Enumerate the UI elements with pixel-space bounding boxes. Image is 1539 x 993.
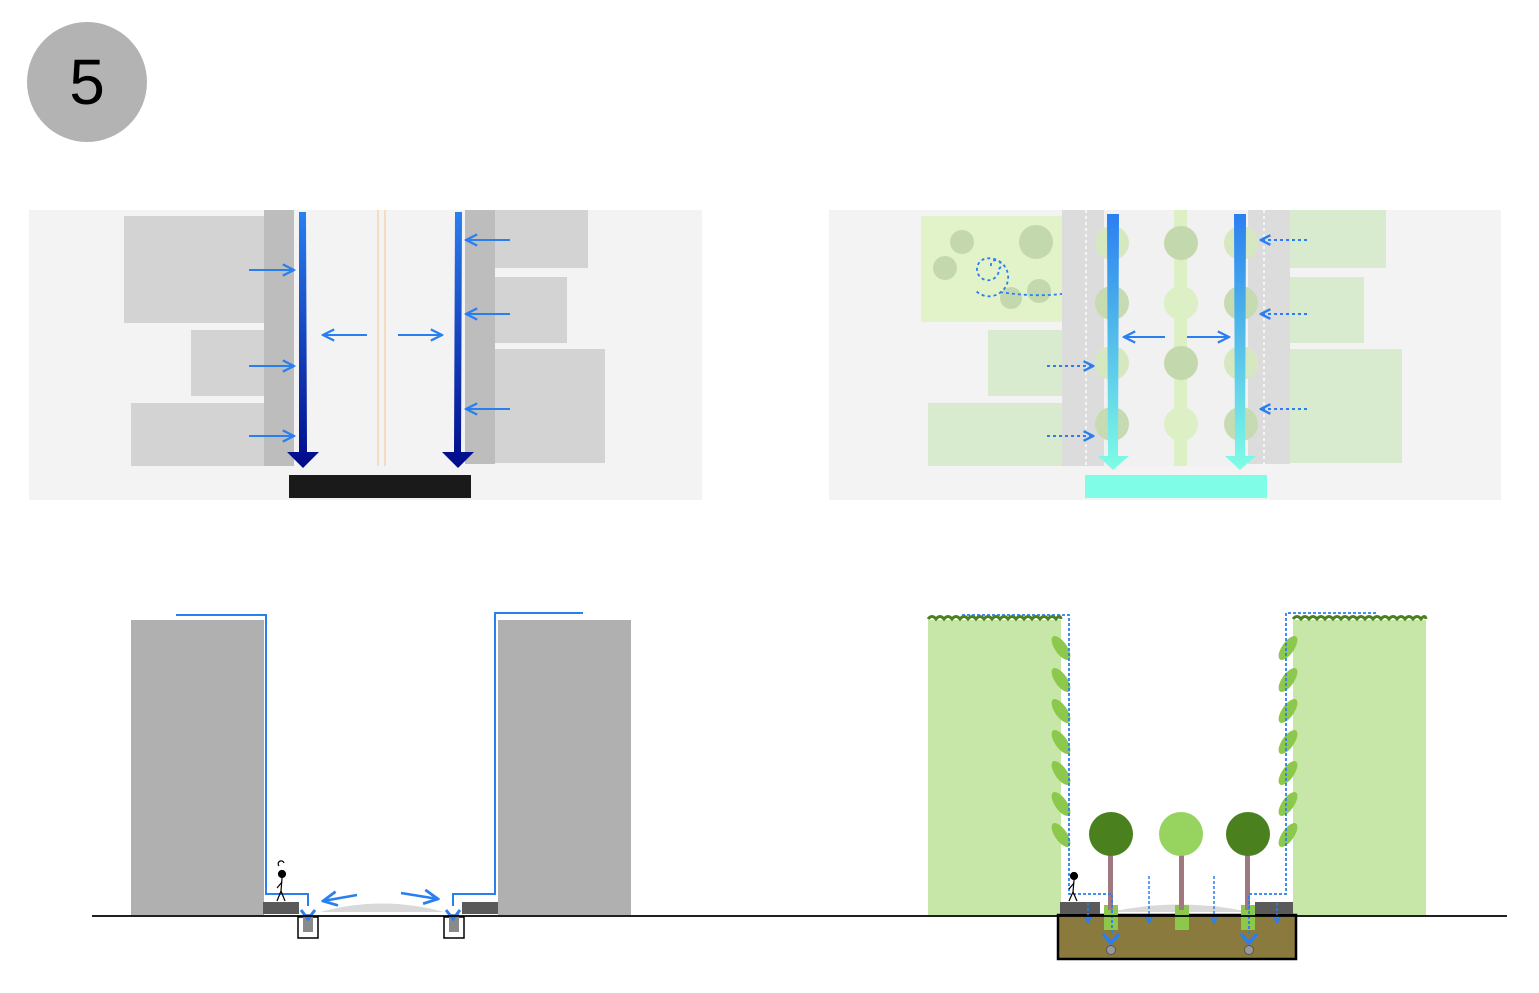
tree-canopy-icon (933, 256, 957, 280)
tree-canopy-icon (1000, 287, 1022, 309)
tree-canopy-icon (1164, 407, 1198, 441)
building-block (1289, 210, 1386, 268)
runoff-flow-arrow-icon (442, 212, 474, 468)
facade-strip (465, 210, 495, 464)
section-conventional (131, 612, 631, 939)
plan-green (829, 210, 1501, 500)
roof-runoff-path (176, 614, 309, 906)
flow-arrow-icon (323, 895, 358, 901)
pedestrian-icon (276, 860, 287, 902)
flow-arrow-icon (1239, 932, 1259, 946)
building-block (191, 330, 266, 396)
sidewalk-slab (263, 902, 299, 914)
road-crown (320, 903, 444, 912)
drain-outlet-bar (289, 475, 471, 498)
flow-arrow-icon (1101, 932, 1121, 946)
step-number-badge: 5 (27, 22, 147, 142)
green-building-section (928, 620, 1061, 915)
tree-canopy-icon (1164, 346, 1198, 380)
building-section (498, 620, 631, 915)
drain-icon (1106, 945, 1116, 955)
green-roof-edge (1291, 615, 1428, 622)
building-block (124, 216, 266, 323)
building-block (490, 277, 567, 343)
roof-runoff-path (962, 614, 1113, 935)
planter-box (1104, 905, 1118, 930)
plan-conventional (29, 210, 702, 500)
green-median (1174, 210, 1187, 466)
runoff-flow-arrow-icon (287, 212, 319, 468)
pedestrian-icon (1068, 871, 1079, 902)
building-block (928, 403, 1062, 466)
runoff-flow-arrow-icon (1225, 214, 1256, 470)
tree-canopy-icon (950, 230, 974, 254)
flow-arrow-icon (299, 909, 317, 922)
building-block (988, 330, 1062, 396)
tree-canopy-icon (1019, 225, 1053, 259)
facade-strip (264, 210, 294, 466)
tree-canopy-icon (1027, 279, 1051, 303)
flow-arrow-icon (444, 909, 462, 922)
tree-icon (1226, 812, 1270, 910)
building-block (490, 349, 605, 463)
planter-box (1175, 905, 1189, 930)
vine-leaf-icon (1051, 636, 1071, 847)
tree-canopy-icon (1164, 286, 1198, 320)
building-block (1289, 349, 1402, 463)
drain-icon (449, 914, 459, 932)
sidewalk-slab (1060, 902, 1100, 914)
sidewalk-slab (1255, 902, 1293, 914)
step-number: 5 (69, 46, 105, 118)
building-block (1289, 277, 1364, 343)
tree-icon (1159, 812, 1203, 910)
building-section (131, 620, 264, 915)
roof-runoff-path (1248, 612, 1376, 935)
sidewalk-slab (462, 902, 498, 914)
planter-box (1241, 905, 1255, 930)
tree-canopy-icon (1164, 226, 1198, 260)
drain-outlet-bar (1085, 475, 1267, 498)
roof-runoff-path (452, 612, 583, 906)
vine-leaf-icon (1278, 636, 1298, 847)
building-block (131, 403, 266, 466)
runoff-flow-arrow-icon (1098, 214, 1129, 470)
tree-icon (1089, 812, 1133, 910)
drain-icon (303, 914, 313, 932)
section-green (926, 612, 1428, 961)
green-building-section (1293, 620, 1426, 915)
drain-icon (1244, 945, 1254, 955)
green-roof-edge (926, 615, 1063, 622)
flow-arrow-icon (400, 893, 438, 899)
